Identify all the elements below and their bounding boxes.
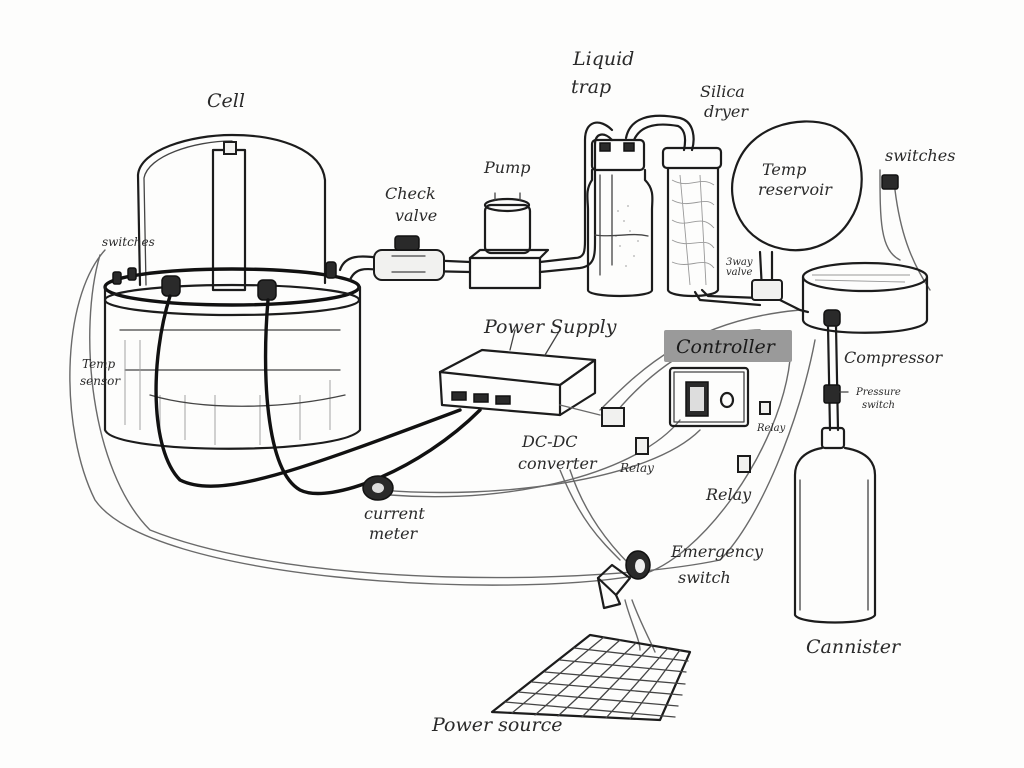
label-temp-res-1: Temp (762, 160, 807, 179)
label-relay-small: Relay (757, 423, 786, 434)
label-switches-right: switches (885, 146, 956, 165)
label-temp-res-2: reservoir (758, 180, 832, 199)
pump (468, 192, 550, 290)
label-pump: Pump (484, 158, 531, 177)
label-cannister: Cannister (806, 636, 901, 658)
label-current-meter-2: meter (369, 524, 418, 543)
cannister (793, 426, 877, 624)
pressure-line (823, 324, 849, 432)
label-pressure-switch-2: switch (862, 400, 895, 411)
label-valve-small: 3way valve (726, 257, 753, 278)
cell-assembly (103, 133, 482, 496)
controller (668, 366, 750, 428)
emergency-switch (596, 550, 651, 610)
label-controller-highlight: Controller (664, 330, 792, 362)
power-source-panel (490, 633, 692, 722)
label-dcdc-2: converter (518, 454, 597, 473)
label-liquid-trap-2: trap (571, 76, 612, 98)
label-cell: Cell (207, 90, 245, 112)
label-power-supply: Power Supply (484, 316, 617, 338)
label-current-meter-1: current (364, 504, 425, 523)
current-meter (362, 475, 394, 501)
liquid-trap (586, 138, 654, 298)
switches-top-right (881, 174, 899, 190)
label-emergency-2: switch (678, 568, 731, 587)
compressor (801, 261, 929, 334)
label-dcdc-1: DC-DC (522, 432, 578, 451)
label-pressure-switch-1: Pressure (856, 387, 901, 398)
check-valve (373, 235, 445, 281)
power-supply (438, 329, 597, 417)
label-power-source: Power source (432, 714, 563, 736)
label-emergency-1: Emergency (671, 542, 763, 561)
label-relay-large: Relay (706, 485, 752, 504)
temp-reservoir (731, 120, 863, 301)
label-liquid-trap-1: Liquid (573, 48, 635, 70)
label-silica-2: dryer (704, 102, 749, 121)
dc-dc-converter (559, 404, 625, 427)
label-controller: Controller (676, 336, 775, 358)
silica-dryer (661, 146, 723, 298)
label-compressor: Compressor (844, 348, 943, 367)
background-wires (69, 169, 931, 653)
label-check-valve-2: valve (395, 206, 438, 225)
label-relay-mid: Relay (620, 461, 654, 475)
label-switches-left: switches (102, 235, 155, 249)
label-temp-sensor-2: sensor (80, 374, 121, 388)
relays (635, 401, 771, 473)
label-temp-sensor-1: Temp (82, 357, 116, 371)
label-check-valve-1: Check (385, 184, 436, 203)
label-silica-1: Silica (700, 82, 745, 101)
